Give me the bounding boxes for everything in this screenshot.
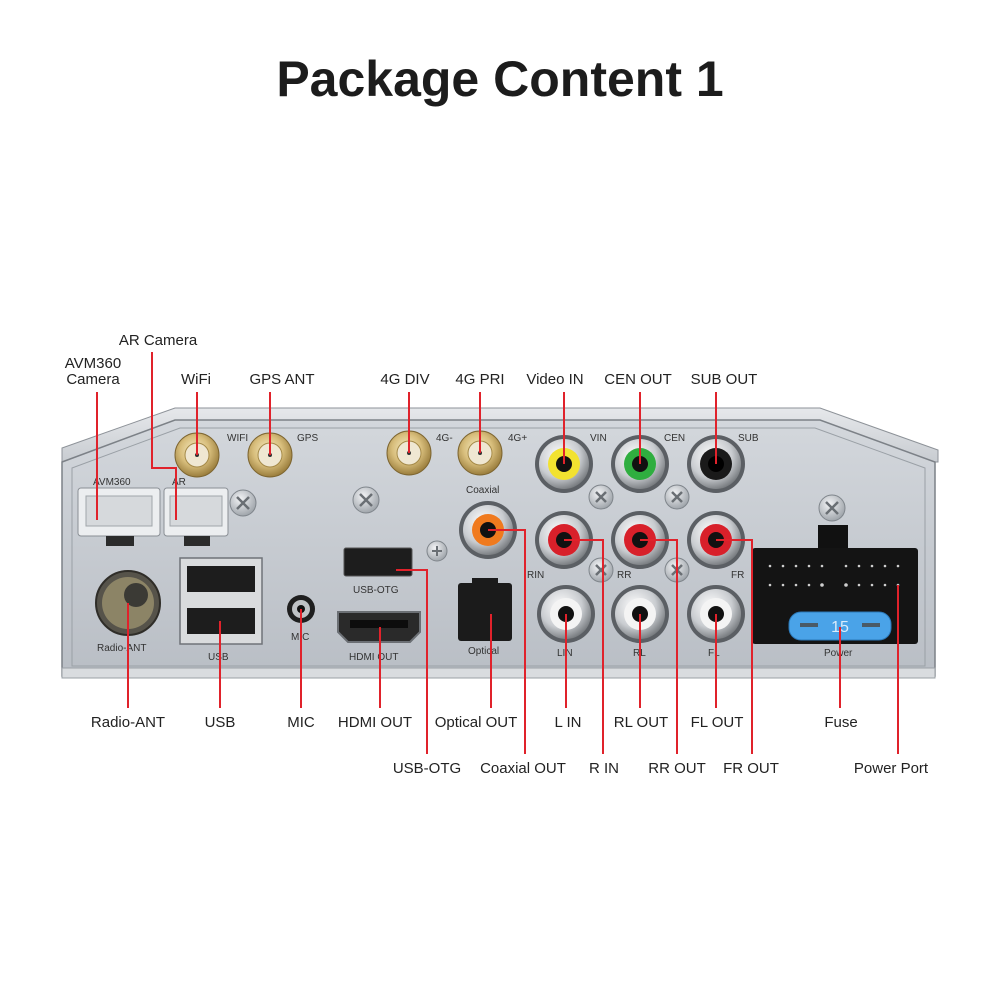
optical-port: [458, 578, 512, 641]
svg-text:Radio-ANT: Radio-ANT: [97, 643, 146, 654]
svg-text:HDMI OUT: HDMI OUT: [349, 652, 398, 663]
callout-4g-pri: 4G PRI: [455, 371, 504, 388]
screw-icon: [664, 484, 690, 510]
callout-rl-out: RL OUT: [614, 714, 668, 731]
svg-text:AR: AR: [172, 477, 186, 488]
callout-avm360-camera-line1: AVM360: [65, 355, 121, 372]
usb-ports: [179, 557, 263, 645]
callout-coaxial-out: Coaxial OUT: [480, 760, 566, 777]
callout-wifi: WiFi: [181, 371, 211, 388]
usb-otg-port: [343, 547, 413, 577]
callout-rr-out: RR OUT: [648, 760, 706, 777]
callout-avm360-camera-line2: Camera: [66, 371, 120, 388]
page-title: Package Content 1: [276, 51, 724, 107]
panel-labels: WIFI GPS 4G- 4G+ VIN CEN SUB Coaxial AVM…: [93, 433, 853, 663]
callout-fl-out: FL OUT: [691, 714, 744, 731]
callout-ar-camera: AR Camera: [119, 332, 198, 349]
svg-text:SUB: SUB: [738, 433, 759, 444]
svg-text:WIFI: WIFI: [227, 433, 248, 444]
svg-text:RIN: RIN: [527, 570, 544, 581]
callout-fr-out: FR OUT: [723, 760, 779, 777]
callouts-top: AR Camera AVM360 Camera WiFi GPS ANT 4G …: [65, 332, 758, 388]
screw-icon: [426, 540, 448, 562]
svg-text:RR: RR: [617, 570, 631, 581]
callout-hdmi-out: HDMI OUT: [338, 714, 412, 731]
svg-text:CEN: CEN: [664, 433, 685, 444]
ar-connector: [163, 487, 229, 546]
callout-power-port: Power Port: [854, 760, 929, 777]
callout-4g-div: 4G DIV: [380, 371, 429, 388]
callouts-bottom-row2: USB-OTG Coaxial OUT R IN RR OUT FR OUT P…: [393, 760, 929, 777]
svg-text:AVM360: AVM360: [93, 477, 131, 488]
svg-text:FR: FR: [731, 570, 744, 581]
callout-usb-otg: USB-OTG: [393, 760, 461, 777]
screw-icon: [352, 486, 380, 514]
callout-gps-ant: GPS ANT: [249, 371, 314, 388]
callout-cen-out: CEN OUT: [604, 371, 672, 388]
screws: [229, 484, 846, 583]
svg-text:USB: USB: [208, 652, 229, 663]
callout-usb: USB: [205, 714, 236, 731]
callout-radio-ant: Radio-ANT: [91, 714, 165, 731]
svg-text:Power: Power: [824, 648, 853, 659]
svg-text:Coaxial: Coaxial: [466, 485, 499, 496]
svg-text:USB-OTG: USB-OTG: [353, 585, 399, 596]
screw-icon: [588, 484, 614, 510]
svg-text:GPS: GPS: [297, 433, 318, 444]
fuse: 15: [788, 611, 892, 641]
callouts-bottom-row1: Radio-ANT USB MIC HDMI OUT Optical OUT L…: [91, 714, 858, 731]
screw-icon: [818, 494, 846, 522]
callout-sub-out: SUB OUT: [691, 371, 758, 388]
callout-l-in: L IN: [555, 714, 582, 731]
callout-fuse: Fuse: [824, 714, 857, 731]
callout-optical-out: Optical OUT: [435, 714, 518, 731]
screw-icon: [588, 557, 614, 583]
svg-text:Optical: Optical: [468, 646, 499, 657]
callout-video-in: Video IN: [526, 371, 583, 388]
screw-icon: [229, 489, 257, 517]
power-port: 15: [752, 525, 918, 644]
svg-text:LIN: LIN: [557, 648, 573, 659]
callout-r-in: R IN: [589, 760, 619, 777]
callout-mic: MIC: [287, 714, 315, 731]
svg-text:4G-: 4G-: [436, 433, 453, 444]
svg-text:VIN: VIN: [590, 433, 607, 444]
svg-text:FL: FL: [708, 648, 720, 659]
svg-text:4G+: 4G+: [508, 433, 527, 444]
callout-lines: [96, 352, 899, 754]
